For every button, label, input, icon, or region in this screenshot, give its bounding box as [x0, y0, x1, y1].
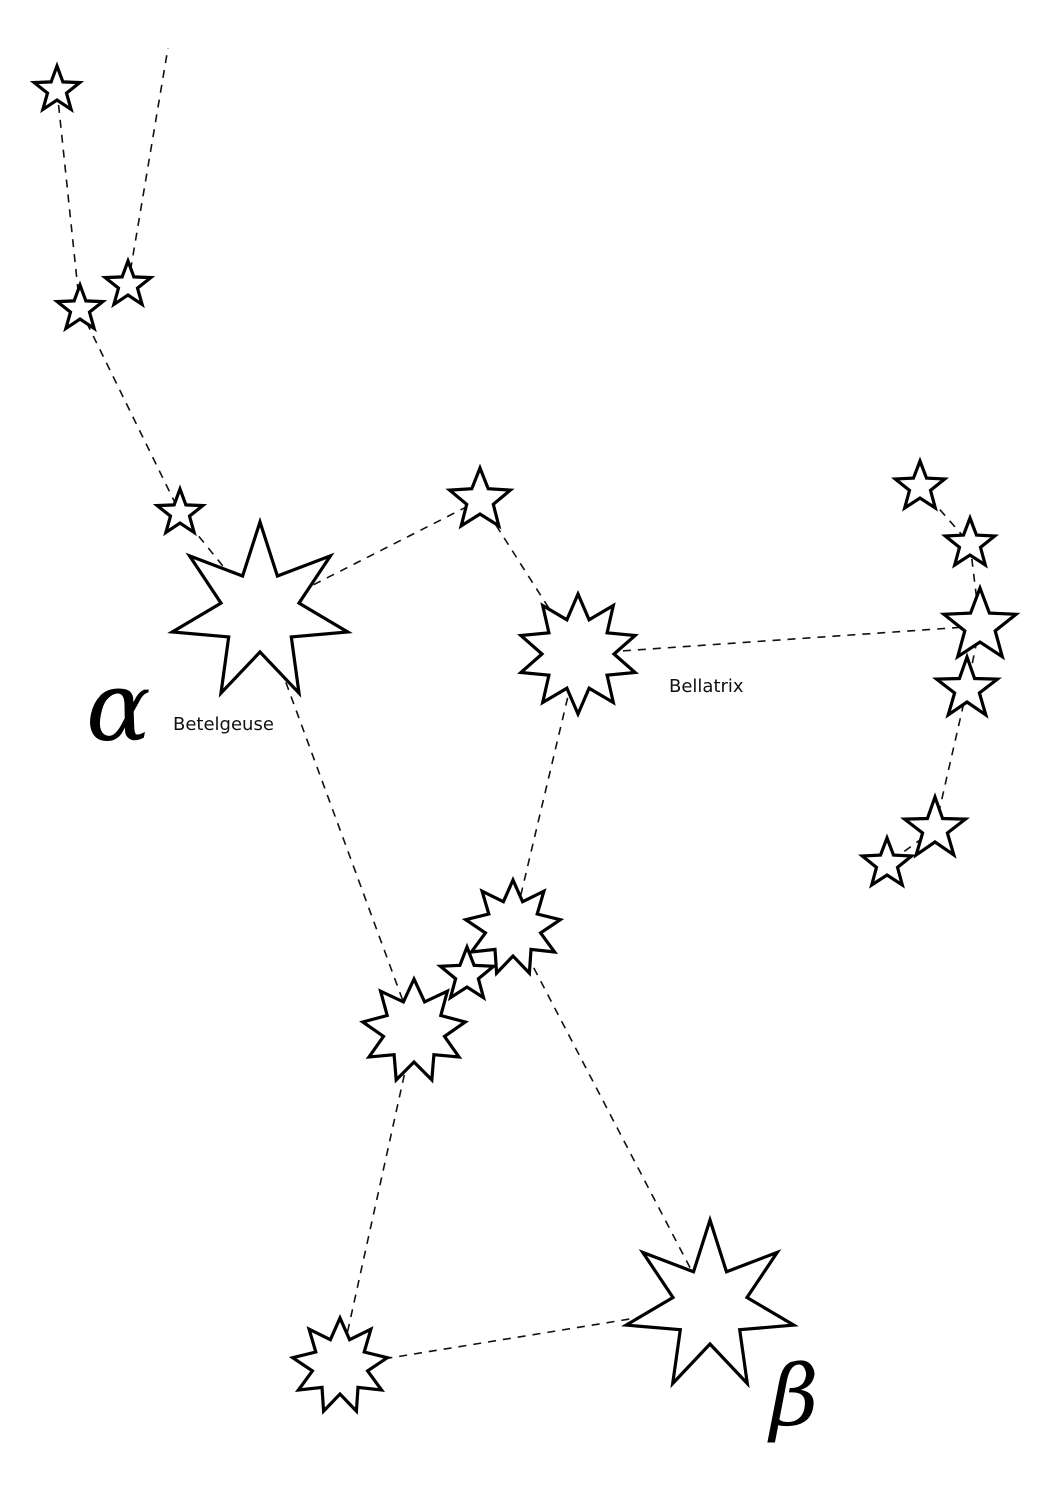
bellatrix-label: Bellatrix: [669, 676, 744, 697]
constellation-line-club-right-open: [127, 47, 169, 286]
constellation-line-alnitak-saiph: [339, 1030, 415, 1367]
shield-star-1-icon: [891, 456, 949, 512]
constellation-line-betelgeuse-meissa: [259, 499, 481, 613]
constellation-line-saiph-rigel: [339, 1305, 711, 1367]
shield-star-4-icon: [932, 652, 1002, 719]
mintaka-star-icon: [461, 876, 565, 977]
constellation-line-shield-3-shield-4: [966, 625, 981, 690]
constellation-line-club-tip-club-left: [56, 89, 81, 310]
constellation-stars: [29, 61, 1021, 1415]
rigel-star-icon: [621, 1214, 799, 1389]
shield-star-5-icon: [900, 792, 970, 859]
shield-star-6-icon: [858, 833, 916, 889]
constellation-line-club-left-arm-star: [79, 308, 181, 514]
betelgeuse-star-icon: [167, 516, 353, 698]
alnitak-star-icon: [359, 975, 469, 1084]
constellation-lines: [56, 47, 981, 1367]
saiph-star-icon: [288, 1314, 392, 1415]
constellation-line-mintaka-rigel: [512, 927, 711, 1307]
alpha-symbol: α: [86, 651, 151, 763]
beta-symbol: β: [767, 1347, 819, 1445]
bellatrix-star-icon: [517, 589, 639, 719]
constellation-line-bellatrix-mintaka: [512, 653, 579, 929]
shield-star-2-icon: [941, 513, 999, 569]
shield-star-3-icon: [939, 583, 1021, 661]
meissa-star-icon: [445, 463, 515, 530]
club-right-star-icon: [100, 256, 156, 309]
constellation-line-bellatrix-shield-3: [577, 625, 981, 655]
arm-star-icon: [152, 484, 208, 537]
club-left-star-icon: [52, 280, 108, 333]
constellation-labels: α Betelgeuse Bellatrix β: [86, 651, 819, 1445]
club-tip-star-icon: [29, 61, 85, 114]
betelgeuse-label: Betelgeuse: [173, 714, 274, 735]
alnilam-star-icon: [436, 942, 498, 1002]
